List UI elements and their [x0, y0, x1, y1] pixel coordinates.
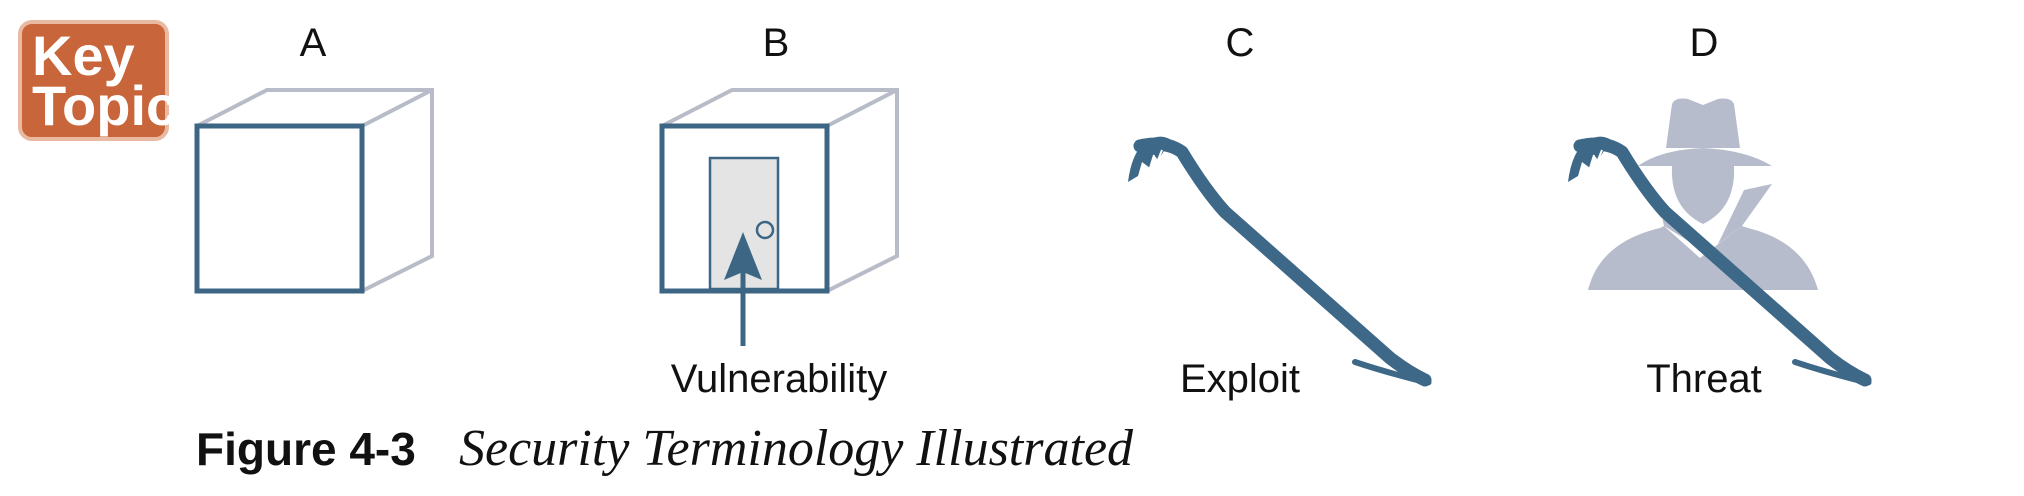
panel-c: C Exploit [1128, 21, 1429, 401]
figure-label: Figure 4-3 [196, 423, 416, 475]
key-topic-badge: Key Topic [18, 20, 177, 141]
panel-d: D Threat [1568, 21, 1869, 401]
badge-line-1: Key [32, 24, 135, 87]
panel-a: A [194, 21, 434, 294]
panel-c-caption: Exploit [1180, 357, 1300, 401]
panel-a-letter: A [300, 21, 327, 65]
cube-icon [659, 88, 899, 294]
hooded-figure-icon [1588, 98, 1818, 290]
panel-d-caption: Threat [1646, 357, 1762, 401]
panel-d-letter: D [1690, 21, 1719, 65]
panel-b-letter: B [763, 21, 790, 65]
figure-title: Security Terminology Illustrated [459, 420, 1134, 477]
up-arrow-icon [724, 232, 762, 346]
cube-icon [194, 88, 434, 294]
panel-c-letter: C [1226, 21, 1255, 65]
crowbar-icon [1128, 137, 1429, 383]
panel-b: B Vulnerability [659, 21, 899, 401]
panel-b-caption: Vulnerability [671, 357, 887, 401]
figure-caption: Figure 4-3 Security Terminology Illustra… [196, 420, 1134, 477]
badge-line-2: Topic [32, 74, 177, 137]
